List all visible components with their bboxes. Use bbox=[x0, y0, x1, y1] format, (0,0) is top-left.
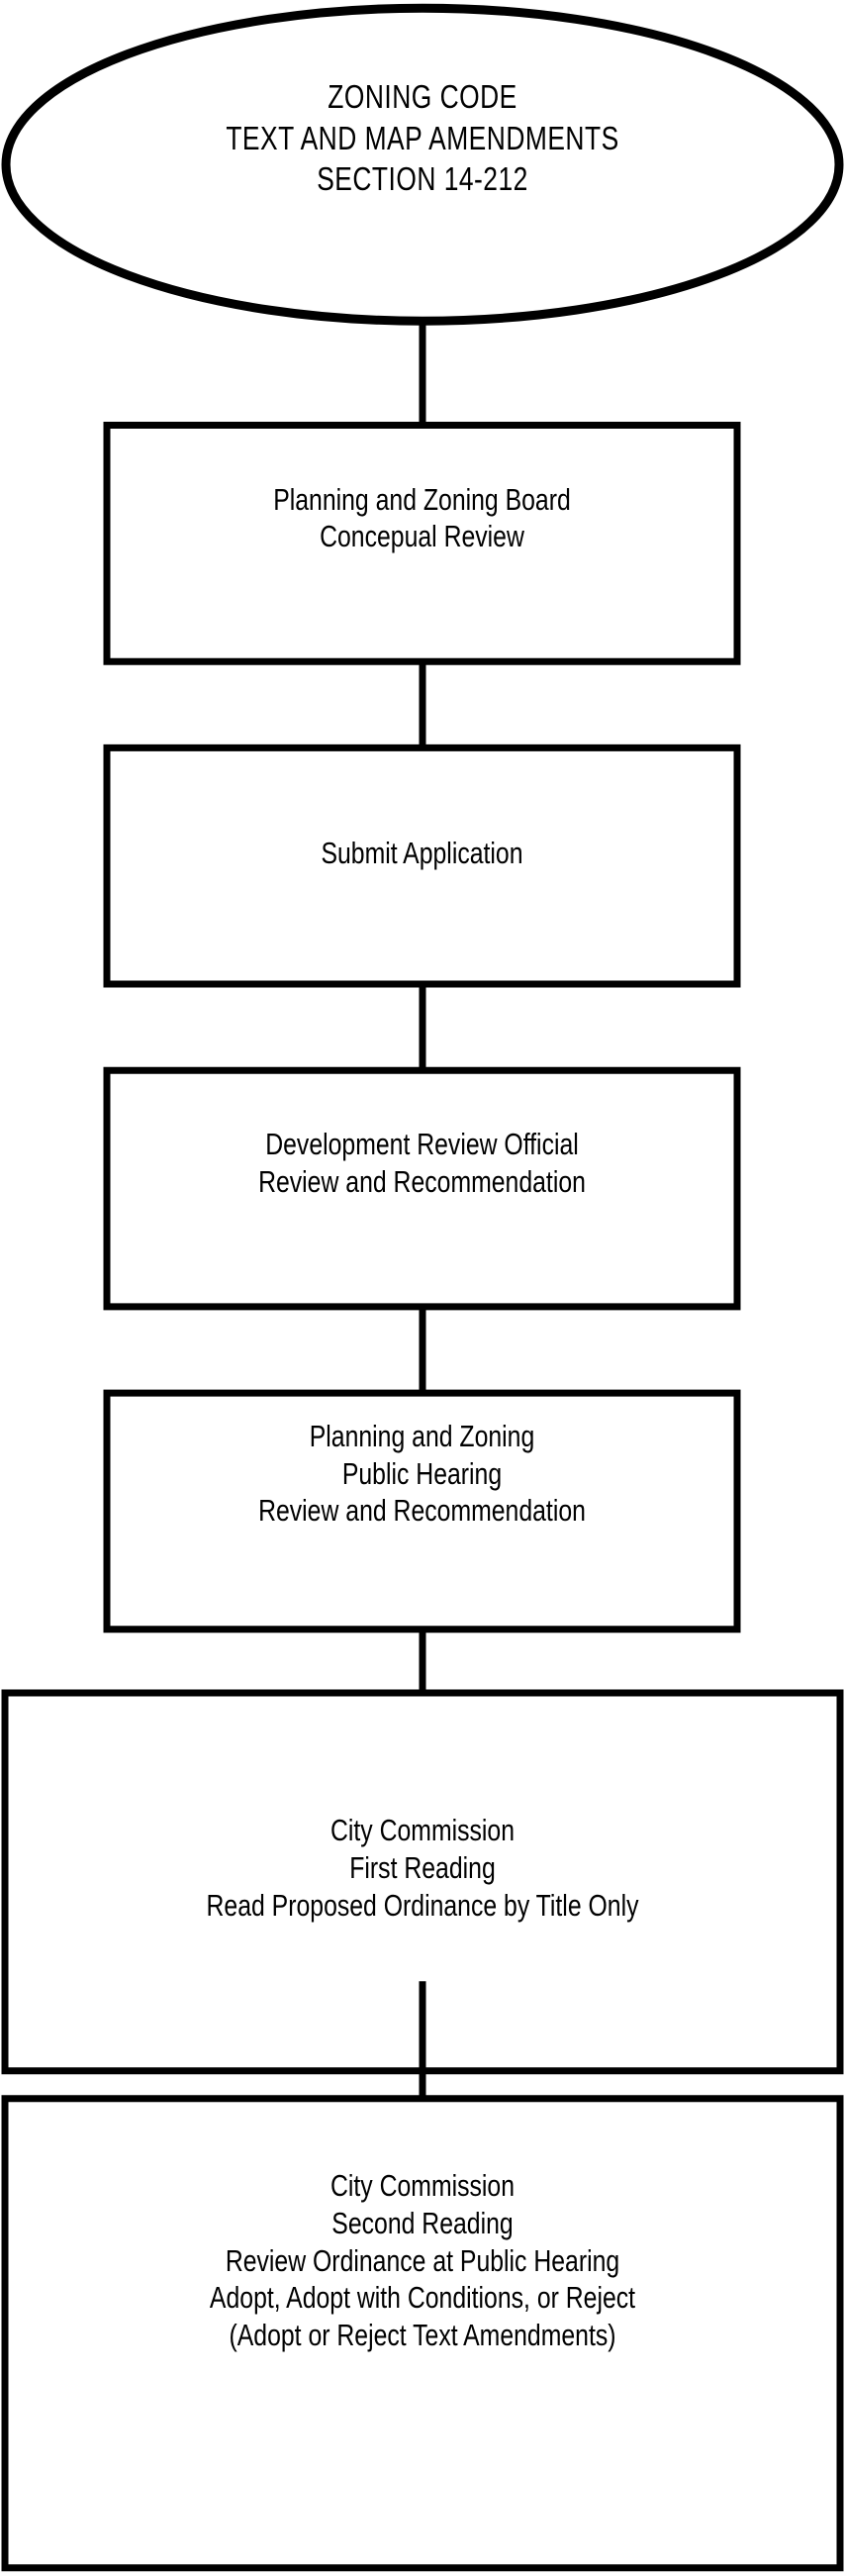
node-label-commission-second-reading: City Commission Second Reading Review Or… bbox=[84, 2167, 760, 2354]
node-label-dro-review-line-1: Development Review Official bbox=[265, 1127, 579, 1162]
node-label-commission-second-reading-line-4: Adopt, Adopt with Conditions, or Reject bbox=[209, 2280, 636, 2316]
node-label-start-line-3: SECTION 14-212 bbox=[317, 159, 528, 197]
node-label-pz-public-hearing-line-3: Review and Recommendation bbox=[258, 1493, 586, 1529]
node-label-commission-first-reading: City Commission First Reading Read Propo… bbox=[84, 1812, 760, 1924]
node-label-commission-first-reading-line-2: First Reading bbox=[349, 1849, 496, 1885]
node-label-submit-application: Submit Application bbox=[170, 835, 675, 872]
node-label-submit-application-line-1: Submit Application bbox=[321, 835, 523, 870]
node-label-start-line-2: TEXT AND MAP AMENDMENTS bbox=[226, 119, 619, 156]
node-label-dro-review: Development Review Official Review and R… bbox=[170, 1126, 675, 1201]
node-label-start-line-1: ZONING CODE bbox=[328, 78, 517, 116]
node-label-commission-first-reading-line-3: Read Proposed Ordinance by Title Only bbox=[206, 1887, 639, 1923]
node-label-pz-conceptual-line-2: Concepual Review bbox=[320, 519, 524, 554]
node-shape-submit-application[interactable] bbox=[107, 747, 737, 984]
node-label-pz-conceptual-line-1: Planning and Zoning Board bbox=[273, 481, 571, 517]
node-label-dro-review-line-2: Review and Recommendation bbox=[258, 1164, 586, 1200]
node-shape-commission-second-reading[interactable] bbox=[5, 2099, 840, 2568]
node-label-commission-second-reading-line-3: Review Ordinance at Public Hearing bbox=[225, 2242, 620, 2278]
node-shape-dro-review[interactable] bbox=[107, 1070, 737, 1307]
node-label-commission-second-reading-line-5: (Adopt or Reject Text Amendments) bbox=[229, 2318, 616, 2353]
node-label-commission-second-reading-line-2: Second Reading bbox=[331, 2205, 514, 2240]
node-label-commission-second-reading-line-1: City Commission bbox=[329, 2167, 516, 2203]
node-label-pz-public-hearing: Planning and Zoning Public Hearing Revie… bbox=[170, 1418, 675, 1530]
node-label-pz-public-hearing-line-2: Public Hearing bbox=[341, 1455, 503, 1491]
node-label-start: ZONING CODE TEXT AND MAP AMENDMENTS SECT… bbox=[84, 76, 760, 199]
node-shape-pz-conceptual[interactable] bbox=[107, 426, 737, 662]
node-label-pz-public-hearing-line-1: Planning and Zoning bbox=[309, 1418, 535, 1453]
node-label-commission-first-reading-line-1: City Commission bbox=[329, 1813, 516, 1848]
node-label-pz-conceptual: Planning and Zoning Board Concepual Revi… bbox=[170, 481, 675, 556]
node-shape-pz-public-hearing[interactable] bbox=[107, 1393, 737, 1630]
